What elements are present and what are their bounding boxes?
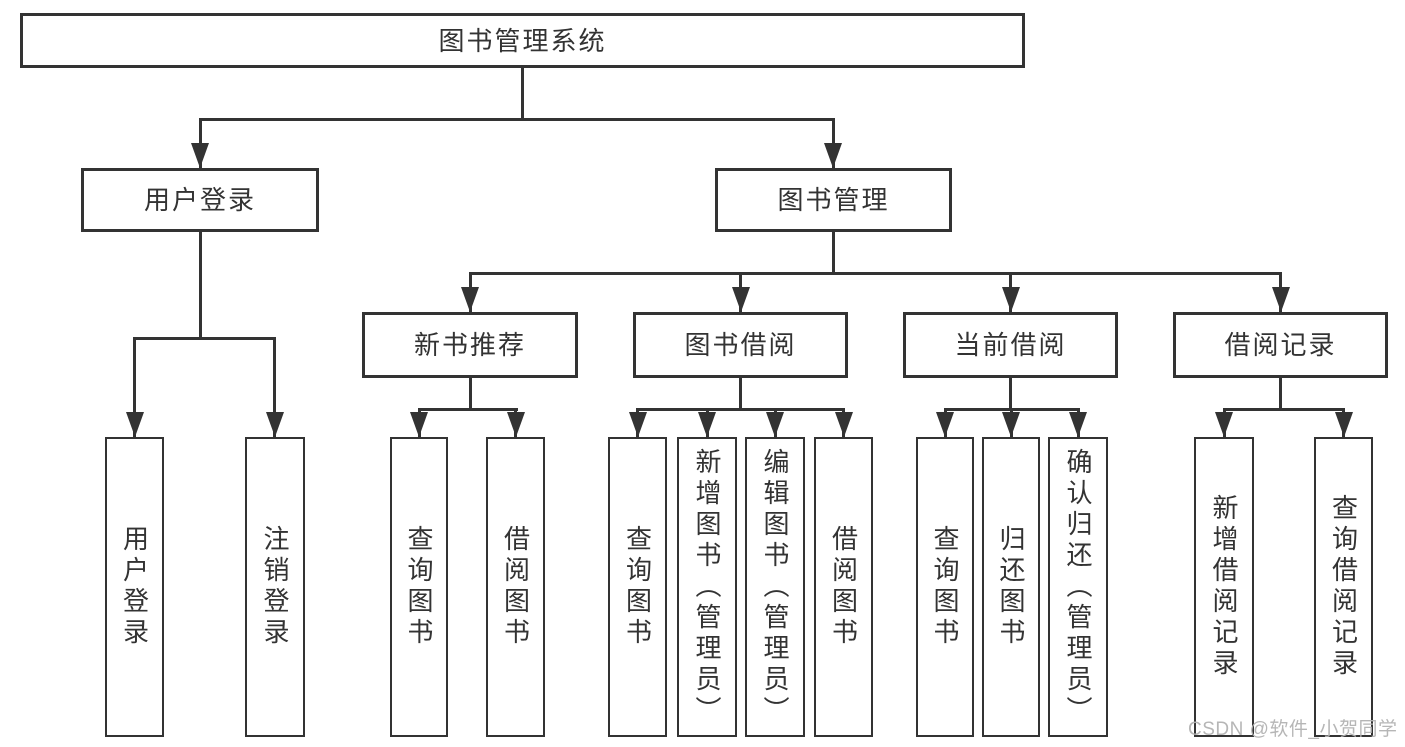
leaf-logout: 注销登录 (245, 437, 305, 737)
arrow-m2-leaf2 (1076, 408, 1080, 437)
connector-level1-hline (198, 118, 835, 121)
arrow-m2-leaf1 (1009, 408, 1013, 437)
leaf-edit-book-admin: 编辑图书（管理员） (745, 437, 805, 737)
leaf-query-books-current-label: 查询图书 (930, 525, 960, 649)
arrow-m2-leaf0 (943, 408, 947, 437)
leaf-edit-book-admin-label: 编辑图书（管理员） (760, 447, 790, 727)
node-current-borrow-label: 当前借阅 (954, 330, 1067, 360)
arrow-m1-leaf2 (773, 408, 777, 437)
connector-m1-hline (636, 408, 845, 411)
arrow-m1-leaf0 (636, 408, 639, 437)
connector-m1-stub (739, 378, 742, 411)
connector-m0-stub (468, 378, 472, 411)
node-root-label: 图书管理系统 (438, 25, 607, 56)
node-user-login: 用户登录 (81, 168, 319, 232)
arrow-m0-leaf1 (514, 408, 517, 437)
arrow-to-user-login (198, 118, 202, 168)
leaf-query-books-recommend: 查询图书 (390, 437, 448, 737)
leaf-query-borrow-record: 查询借阅记录 (1314, 437, 1373, 737)
leaf-user-login-label: 用户登录 (119, 525, 150, 649)
leaf-add-borrow-record: 新增借阅记录 (1194, 437, 1254, 737)
leaf-confirm-return-admin: 确认归还（管理员） (1048, 437, 1108, 737)
connector-root-stub (520, 68, 524, 121)
arrow-m3-leaf0 (1222, 408, 1226, 437)
leaf-query-borrow-record-label: 查询借阅记录 (1328, 494, 1359, 680)
leaf-query-books-recommend-label: 查询图书 (404, 525, 434, 649)
connector-mgmt-hline (468, 272, 1282, 275)
connector-login-hline (133, 337, 276, 340)
arrow-to-leaf-user-login (133, 337, 136, 437)
node-new-book-recommend: 新书推荐 (362, 312, 578, 378)
leaf-logout-label: 注销登录 (260, 525, 290, 649)
connector-m0-hline (417, 408, 518, 411)
csdn-watermark: CSDN @软件_小贺同学 (1188, 719, 1398, 740)
leaf-add-book-admin: 新增图书（管理员） (677, 437, 737, 737)
leaf-borrow-books: 借阅图书 (814, 437, 873, 737)
node-new-book-recommend-label: 新书推荐 (413, 330, 526, 360)
arrow-m1-leaf1 (705, 408, 709, 437)
leaf-query-books-borrow-label: 查询图书 (622, 525, 653, 649)
leaf-add-book-admin-label: 新增图书（管理员） (692, 447, 722, 727)
leaf-add-borrow-record-label: 新增借阅记录 (1209, 494, 1239, 680)
node-user-login-label: 用户登录 (143, 185, 256, 215)
leaf-return-book: 归还图书 (982, 437, 1040, 737)
node-book-management: 图书管理 (715, 168, 952, 232)
leaf-borrow-books-recommend-label: 借阅图书 (500, 525, 531, 649)
node-borrow-records: 借阅记录 (1173, 312, 1388, 378)
node-book-borrow: 图书借阅 (633, 312, 848, 378)
node-borrow-records-label: 借阅记录 (1224, 330, 1337, 360)
node-book-borrow-label: 图书借阅 (684, 330, 797, 360)
leaf-user-login: 用户登录 (105, 437, 164, 737)
node-current-borrow: 当前借阅 (903, 312, 1118, 378)
arrow-to-borrow-records (1279, 272, 1282, 312)
arrow-to-current-borrow (1009, 272, 1012, 312)
arrow-m0-leaf0 (417, 408, 421, 437)
connector-m2-stub (1009, 378, 1012, 411)
leaf-confirm-return-admin-label: 确认归还（管理员） (1063, 447, 1093, 727)
node-book-management-label: 图书管理 (777, 185, 890, 215)
leaf-query-books-borrow: 查询图书 (608, 437, 667, 737)
arrow-to-book-management (831, 118, 835, 168)
arrow-m3-leaf1 (1342, 408, 1345, 437)
connector-login-stub (198, 232, 202, 340)
node-root: 图书管理系统 (20, 13, 1025, 68)
connector-m3-stub (1279, 378, 1282, 411)
arrow-m1-leaf3 (842, 408, 845, 437)
leaf-query-books-current: 查询图书 (916, 437, 974, 737)
leaf-borrow-books-recommend: 借阅图书 (486, 437, 545, 737)
leaf-borrow-books-label: 借阅图书 (828, 525, 859, 649)
arrow-to-book-borrow (739, 272, 742, 312)
connector-mgmt-stub (831, 232, 835, 275)
connector-m3-hline (1222, 408, 1345, 411)
arrow-to-new-book-recommend (468, 272, 472, 312)
leaf-return-book-label: 归还图书 (996, 525, 1026, 649)
arrow-to-leaf-logout (273, 337, 276, 437)
